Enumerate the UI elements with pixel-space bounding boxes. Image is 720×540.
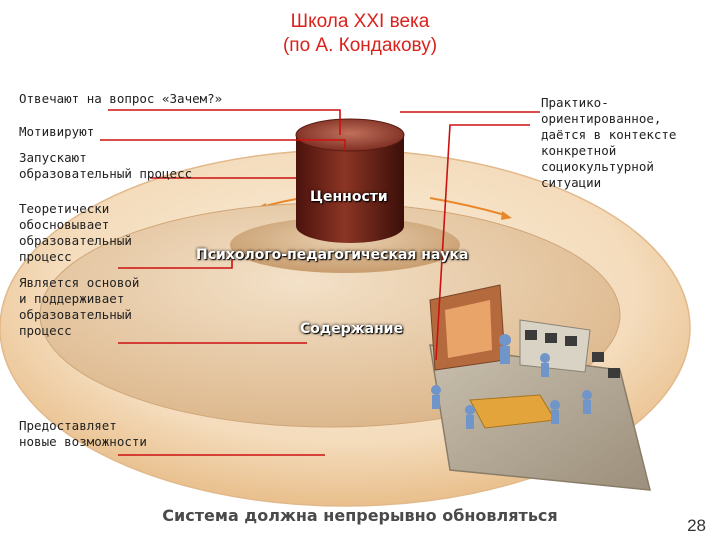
label-possibilities: Предоставляет новые возможности (19, 418, 147, 449)
science-disc (230, 217, 460, 273)
values-label: Ценности (310, 189, 388, 205)
science-label: Психолого-педагогическая наука (196, 247, 469, 263)
label-practice: Практико- ориентированное, даётся в конт… (541, 95, 677, 190)
title-line-1: Школа XXI века (290, 11, 430, 32)
connector-theory (118, 255, 233, 269)
page-number: 28 (687, 516, 706, 535)
values-cylinder-body (296, 135, 404, 243)
orbit-arrowhead-right (501, 211, 512, 220)
title-line-2: (по А. Кондакову) (282, 35, 438, 56)
values-cylinder-top (295, 118, 405, 152)
classroom-illustration (429, 284, 651, 491)
connector-why (108, 109, 341, 135)
orbit-arrow-right (429, 197, 506, 216)
connector-right-down (435, 124, 530, 361)
slide-title: Школа XXI века (по А. Кондакову) (0, 10, 720, 58)
label-launch: Запускают образовательный процесс (19, 150, 193, 181)
footer-caption: Система должна непрерывно обновляться (162, 506, 558, 525)
connectors (100, 109, 540, 456)
content-label: Содержание (300, 321, 404, 337)
label-support: Является основой и поддерживает образова… (19, 275, 140, 338)
label-motivate: Мотивируют (19, 124, 95, 139)
connector-motivate (100, 139, 346, 150)
label-theory: Теоретически обосновывает образовательны… (19, 201, 132, 264)
label-why: Отвечают на вопрос «Зачем?» (19, 91, 223, 106)
